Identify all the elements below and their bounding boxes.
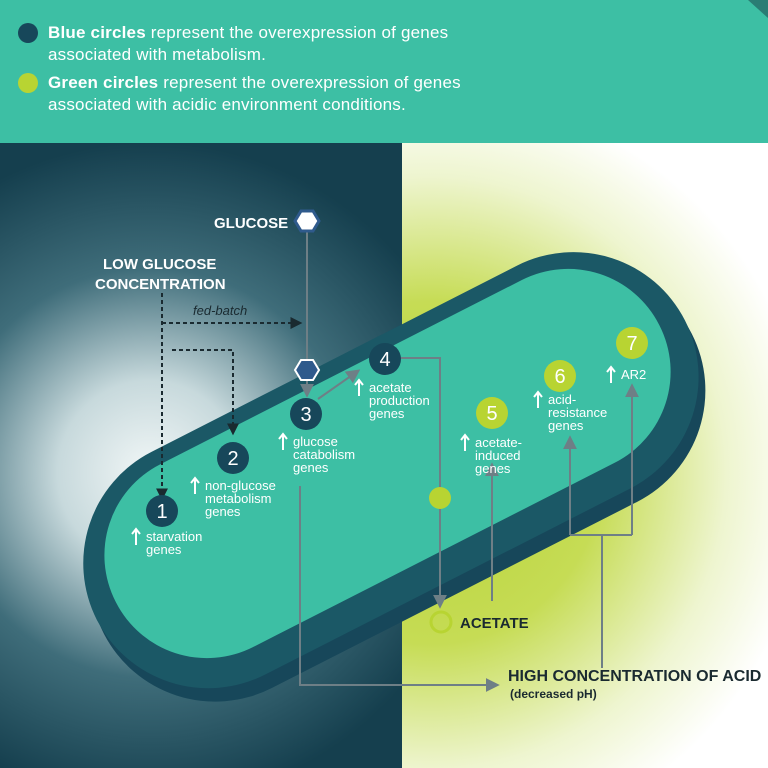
glucose-molecule-icon [293, 359, 321, 381]
node-6-circle [544, 360, 576, 392]
fed-batch-label: fed-batch [193, 303, 247, 318]
node-5-label-line: acetate- [475, 435, 522, 450]
node-5-label-line: genes [475, 461, 511, 476]
legend-green-desc: represent the overexpression of genes as… [48, 73, 461, 114]
legend-panel: Blue circles represent the overexpressio… [0, 0, 768, 143]
node-4-label-line: production [369, 393, 430, 408]
legend-green-bold: Green circles [48, 73, 159, 92]
legend-blue-desc: represent the overexpression of genes as… [48, 23, 449, 64]
arrow-4-to-acetate [400, 357, 447, 609]
node-3-number: 3 [300, 404, 311, 426]
overexpression-arrow-icon [533, 390, 543, 408]
low-glucose-label-2: CONCENTRATION [95, 276, 226, 293]
gene-nodes: 1starvationgenes2non-glucosemetabolismge… [131, 327, 648, 557]
corner-fold-icon [748, 0, 768, 18]
legend-blue: Blue circles represent the overexpressio… [18, 22, 488, 66]
arrow-3-to-acid [299, 486, 500, 692]
node-2-label-line: genes [205, 504, 241, 519]
overexpression-arrow-icon [606, 365, 616, 383]
low-glucose-label-1: LOW GLUCOSE [103, 256, 216, 273]
glucose-label: GLUCOSE [214, 215, 288, 232]
legend-blue-bold: Blue circles [48, 23, 146, 42]
overexpression-arrow-icon [278, 432, 288, 450]
node-2-label-line: non-glucose [205, 478, 276, 493]
green-circle-icon [18, 73, 38, 93]
node-3-label-line: glucose [293, 434, 338, 449]
node-2-label-line: metabolism [205, 491, 271, 506]
cell-body [104, 268, 671, 659]
node-6-number: 6 [554, 366, 565, 388]
node-4-label-line: acetate [369, 380, 412, 395]
acetate-output-icon [429, 610, 453, 634]
node-2-circle [217, 442, 249, 474]
node-3-label-line: catabolism [293, 447, 355, 462]
node-1-number: 1 [156, 501, 167, 523]
acetate-molecule-icon [429, 487, 451, 509]
blue-circle-icon [18, 23, 38, 43]
overexpression-arrow-icon [131, 527, 141, 545]
node-7-label-line: AR2 [621, 367, 646, 382]
node-1-label-line: genes [146, 542, 182, 557]
node-5-label-line: induced [475, 448, 521, 463]
node-4-number: 4 [379, 349, 390, 371]
node-6-label-line: resistance [548, 405, 607, 420]
node-3-label-line: genes [293, 460, 329, 475]
node-4-label-line: genes [369, 406, 405, 421]
overexpression-arrow-icon [460, 433, 470, 451]
glucose-hexagon-icon [293, 209, 321, 233]
arrow-3-to-4 [317, 369, 361, 400]
node-4-circle [369, 343, 401, 375]
node-6-label-line: acid- [548, 392, 576, 407]
node-7-number: 7 [626, 333, 637, 355]
node-5-number: 5 [486, 403, 497, 425]
node-2-number: 2 [227, 448, 238, 470]
overexpression-arrow-icon [190, 476, 200, 494]
node-1-label-line: starvation [146, 529, 202, 544]
legend-green-text: Green circles represent the overexpressi… [48, 72, 548, 116]
high-acid-label-1: HIGH CONCENTRATION OF ACID [508, 668, 761, 685]
overexpression-arrow-icon [354, 378, 364, 396]
cell-diagram: GLUCOSE LOW GLUCOSE CONCENTRATION fed-ba… [0, 143, 768, 768]
node-6-label-line: genes [548, 418, 584, 433]
acetate-label: ACETATE [460, 615, 529, 632]
node-1-circle [146, 495, 178, 527]
node-3-circle [290, 398, 322, 430]
legend-green: Green circles represent the overexpressi… [18, 72, 548, 116]
high-acid-label-2: (decreased pH) [510, 687, 597, 701]
node-7-circle [616, 327, 648, 359]
node-5-circle [476, 397, 508, 429]
legend-blue-text: Blue circles represent the overexpressio… [48, 22, 488, 66]
